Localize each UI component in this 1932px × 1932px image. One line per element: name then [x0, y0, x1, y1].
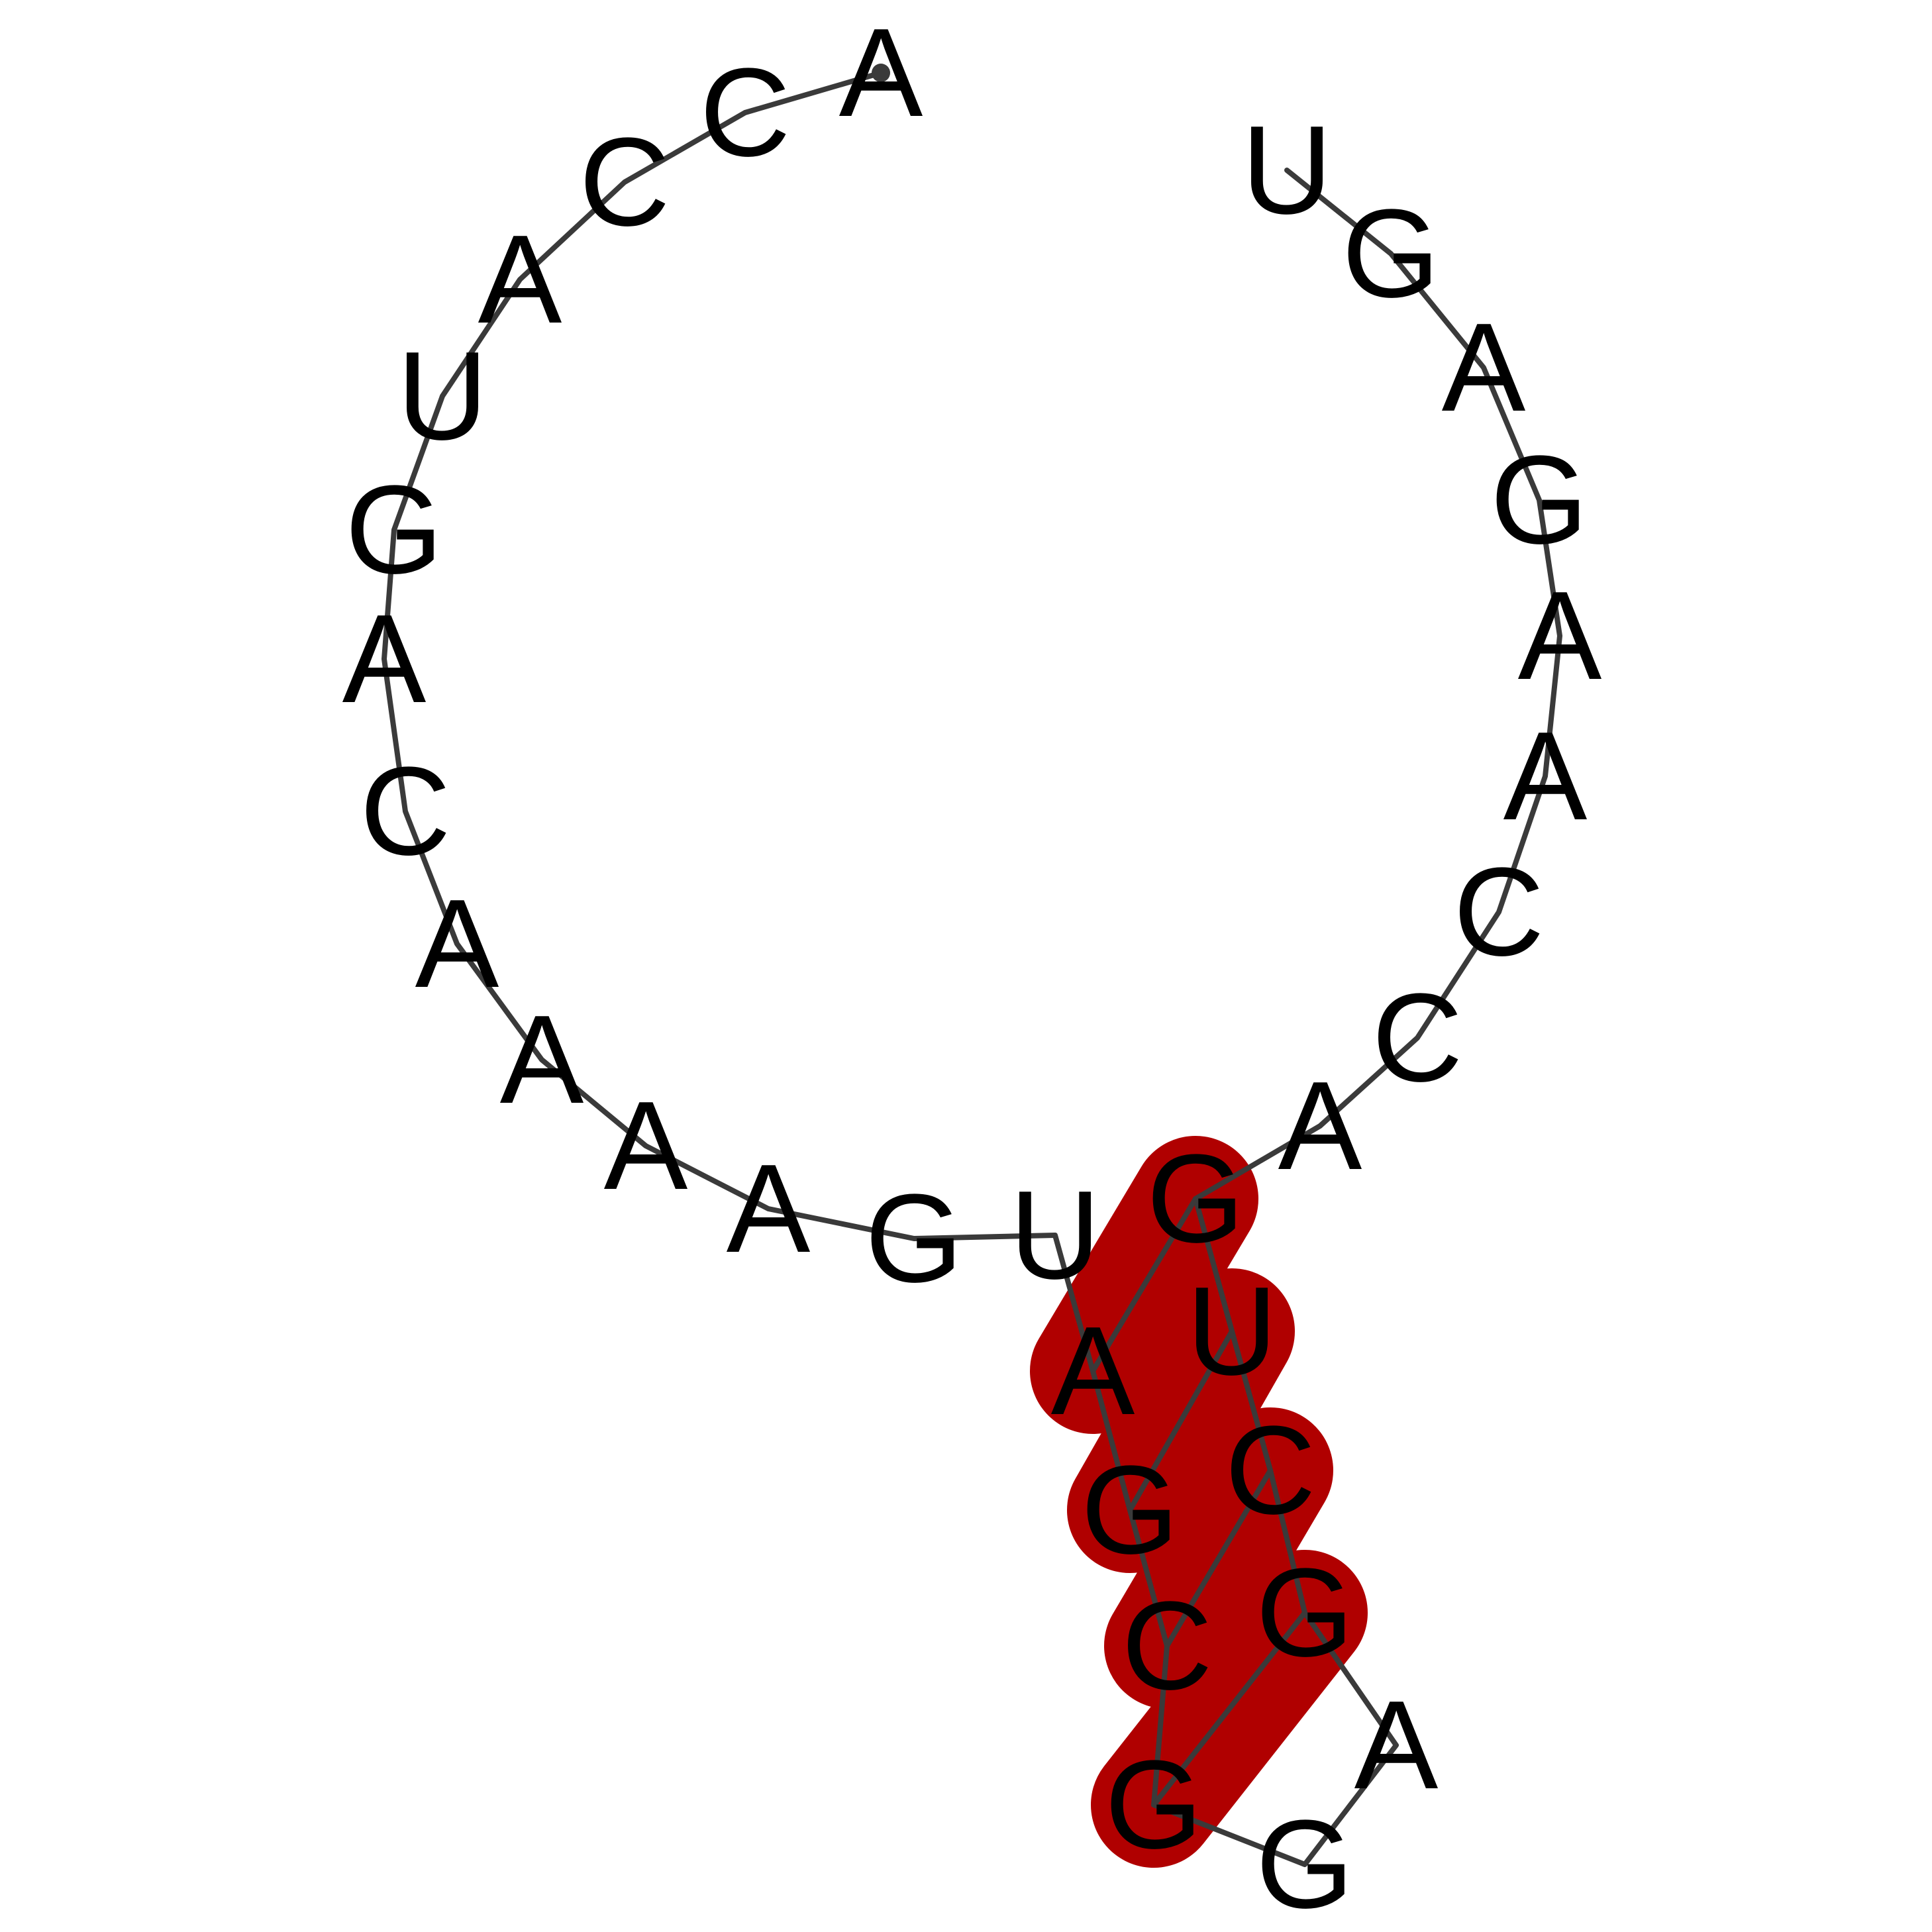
five-prime-marker	[872, 64, 890, 82]
nucleotide-5: U	[397, 326, 487, 466]
nucleotide-6: G	[345, 460, 443, 600]
nucleotide-22: C	[1225, 1400, 1315, 1541]
nucleotide-31: A	[1442, 297, 1526, 438]
nucleotide-32: G	[1342, 183, 1440, 324]
nucleotide-25: A	[1278, 1056, 1362, 1196]
nucleotide-20: A	[1354, 1675, 1439, 1815]
base-pair-line-2	[1127, 1329, 1235, 1513]
base-pair-lines	[1090, 1196, 1307, 1807]
nucleotide-29: A	[1518, 566, 1602, 706]
nucleotide-3: C	[579, 112, 670, 252]
nucleotide-28: A	[1503, 706, 1588, 846]
nucleotide-24: G	[1146, 1129, 1245, 1269]
nucleotide-15: A	[1051, 1301, 1135, 1441]
nucleotide-2: C	[699, 42, 790, 183]
nucleotide-8: C	[360, 741, 450, 882]
nucleotide-19: G	[1256, 1794, 1354, 1932]
nucleotide-27: C	[1453, 842, 1544, 982]
nucleotide-9: A	[415, 874, 499, 1014]
nucleotide-23: U	[1186, 1261, 1277, 1401]
nucleotide-18: G	[1105, 1735, 1203, 1875]
nucleotide-1: A	[839, 3, 923, 143]
nucleotide-11: A	[604, 1076, 688, 1216]
nucleotide-13: G	[865, 1168, 963, 1309]
nucleotide-12: A	[727, 1139, 811, 1279]
nucleotide-4: A	[478, 209, 562, 350]
base-pair-line-1	[1090, 1196, 1198, 1374]
nucleotide-14: U	[1009, 1165, 1100, 1305]
nucleotide-33: U	[1241, 100, 1332, 240]
nucleotide-21: G	[1256, 1543, 1354, 1683]
nucleotide-30: G	[1490, 430, 1588, 570]
nucleotide-26: C	[1372, 968, 1462, 1108]
nucleotide-17: C	[1121, 1576, 1212, 1716]
nucleotide-7: A	[342, 589, 427, 729]
nucleotide-16: G	[1081, 1440, 1179, 1580]
base-pair-line-4	[1151, 1610, 1307, 1807]
nucleotide-10: A	[500, 990, 584, 1130]
base-pair-line-3	[1164, 1468, 1273, 1649]
